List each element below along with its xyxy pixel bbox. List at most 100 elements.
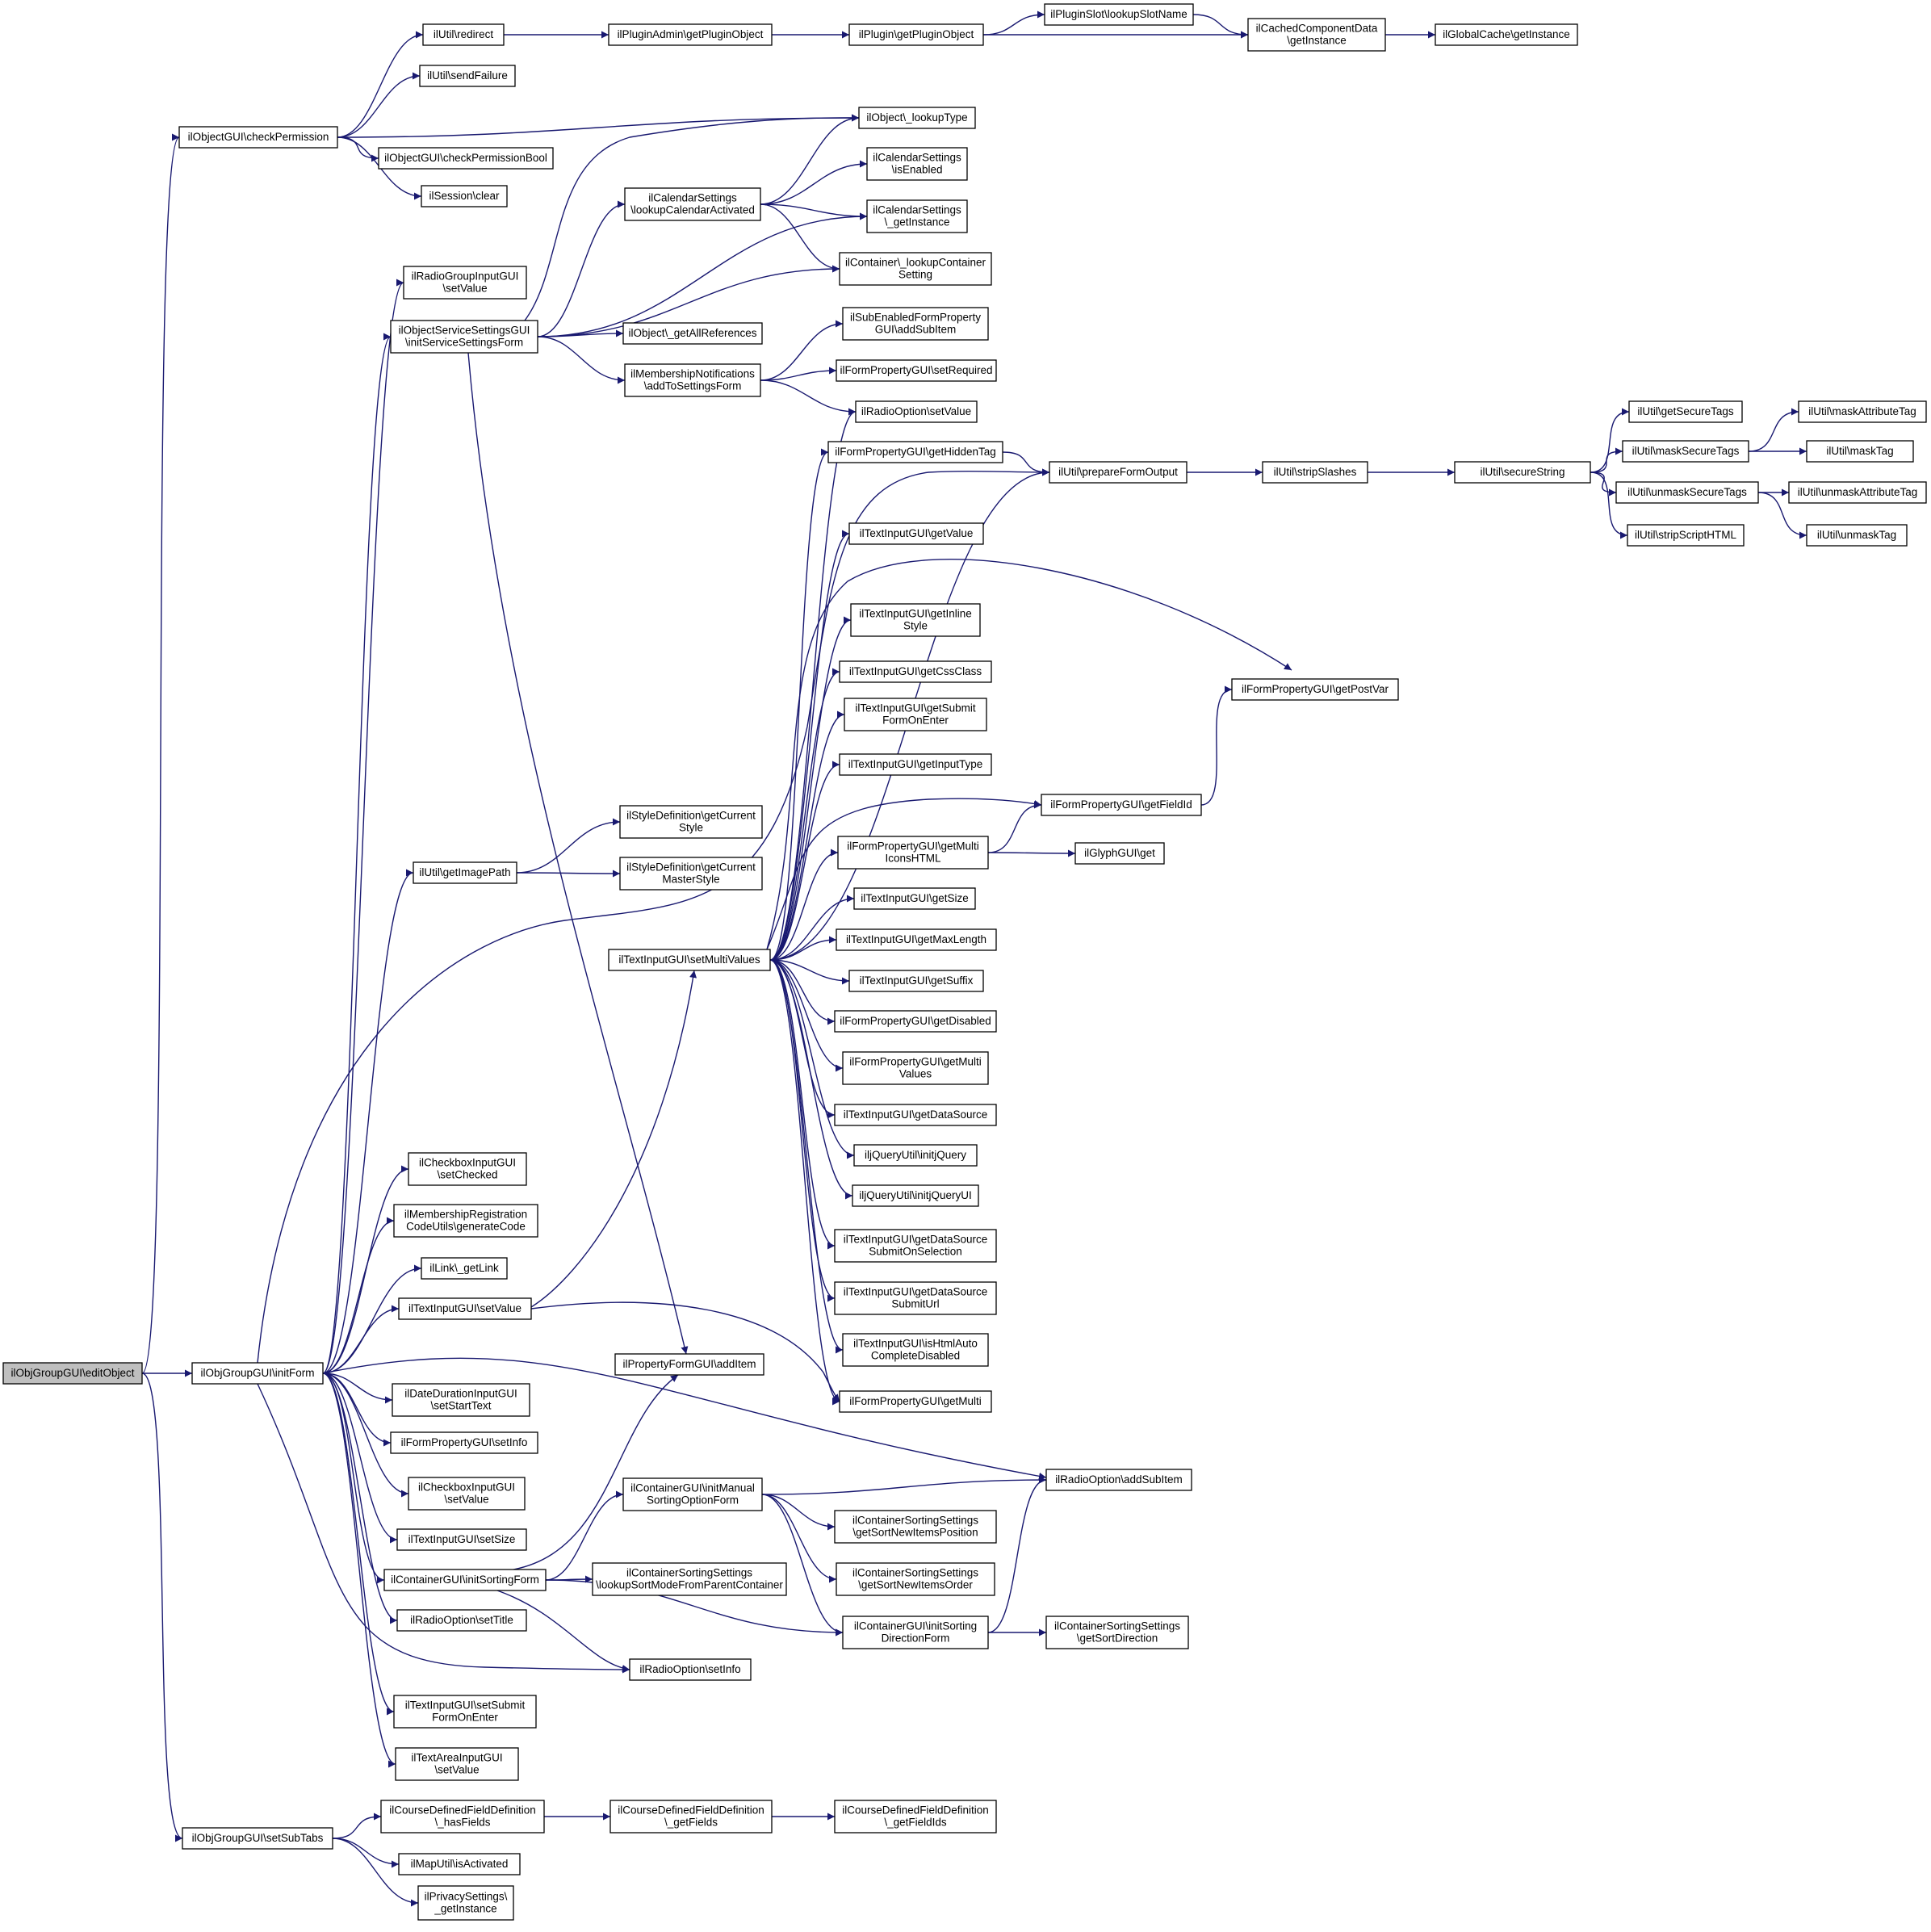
function-node[interactable]: ilCheckboxInputGUI\setChecked xyxy=(408,1152,527,1186)
function-node[interactable]: ilSession\clear xyxy=(421,185,508,207)
function-node[interactable]: ilTextInputGUI\getInputType xyxy=(839,753,992,776)
function-node[interactable]: ilCheckboxInputGUI\setValue xyxy=(408,1477,526,1511)
function-node[interactable]: ilPropertyFormGUI\addItem xyxy=(614,1353,764,1376)
function-node[interactable]: ilTextInputGUI\isHtmlAutoCompleteDisable… xyxy=(842,1333,989,1367)
function-node[interactable]: ilTextInputGUI\getValue xyxy=(848,522,984,545)
function-node[interactable]: ilUtil\maskSecureTags xyxy=(1622,440,1749,463)
node-label: SortingOptionForm xyxy=(647,1494,739,1507)
node-label: ilObjectServiceSettingsGUI xyxy=(399,325,530,337)
function-node[interactable]: ilPluginSlot\lookupSlotName xyxy=(1044,3,1194,26)
function-node[interactable]: ilRadioOption\addSubItem xyxy=(1045,1469,1192,1491)
function-node[interactable]: ilUtil\redirect xyxy=(422,23,505,46)
function-node[interactable]: ilGlyphGUI\get xyxy=(1074,842,1165,865)
node-label: \_getFields xyxy=(664,1817,718,1829)
function-node[interactable]: ilTextInputGUI\setValue xyxy=(398,1297,532,1320)
function-node[interactable]: ilFormPropertyGUI\setRequired xyxy=(836,359,997,382)
function-node[interactable]: ilTextAreaInputGUI\setValue xyxy=(395,1747,519,1781)
function-node[interactable]: ilUtil\unmaskAttributeTag xyxy=(1788,481,1927,504)
function-node[interactable]: ilCalendarSettings\isEnabled xyxy=(866,147,968,181)
function-node[interactable]: ilContainerSortingSettings\getSortDirect… xyxy=(1045,1616,1189,1649)
function-node[interactable]: ilTextInputGUI\getCssClass xyxy=(839,660,992,683)
function-node[interactable]: ilObjGroupGUI\initForm xyxy=(191,1362,324,1385)
node-box xyxy=(380,1800,545,1834)
function-node[interactable]: ilTextInputGUI\getDataSourceSubmitOnSele… xyxy=(834,1229,997,1263)
function-node[interactable]: ilRadioGroupInputGUI\setValue xyxy=(403,266,527,300)
function-node[interactable]: ilContainerSortingSettings\getSortNewIte… xyxy=(834,1510,997,1544)
function-node[interactable]: ilCalendarSettings\_getInstance xyxy=(866,199,968,233)
function-node[interactable]: ilFormPropertyGUI\setInfo xyxy=(390,1431,538,1454)
function-node[interactable]: ilRadioOption\setValue xyxy=(855,400,978,423)
function-node[interactable]: ilPluginAdmin\getPluginObject xyxy=(608,23,773,46)
function-node[interactable]: ilContainerGUI\initSortingForm xyxy=(383,1569,547,1591)
function-node[interactable]: ilTextInputGUI\getSuffix xyxy=(848,970,984,992)
function-node[interactable]: ilFormPropertyGUI\getFieldId xyxy=(1041,794,1202,816)
function-node[interactable]: ilTextInputGUI\setMultiValues xyxy=(608,949,771,971)
function-node[interactable]: ilCalendarSettings\lookupCalendarActivat… xyxy=(624,187,761,221)
function-node[interactable]: ilUtil\unmaskTag xyxy=(1806,524,1908,547)
function-node[interactable]: ilPlugin\getPluginObject xyxy=(848,23,984,46)
edge-n2-to-n47 xyxy=(322,869,414,1374)
function-node[interactable]: iljQueryUtil\initjQuery xyxy=(853,1144,978,1167)
function-node[interactable]: iljQueryUtil\initjQueryUI xyxy=(852,1184,979,1207)
function-node[interactable]: ilFormPropertyGUI\getHiddenTag xyxy=(827,441,1003,463)
function-node[interactable]: ilRadioOption\setInfo xyxy=(629,1658,752,1681)
function-node[interactable]: ilUtil\prepareFormOutput xyxy=(1049,461,1188,484)
function-node[interactable]: ilCourseDefinedFieldDefinition\_getField… xyxy=(609,1800,773,1834)
root-function-node[interactable]: ilObjGroupGUI\editObject xyxy=(2,1362,143,1385)
function-node[interactable]: ilObjectGUI\checkPermission xyxy=(178,126,338,149)
edge-n2-to-n82 xyxy=(322,1373,396,1768)
edge-n2-to-n15 xyxy=(322,333,392,1374)
function-node[interactable]: ilUtil\maskAttributeTag xyxy=(1798,400,1927,423)
edge-n47-to-n48 xyxy=(516,870,621,878)
function-node[interactable]: ilUtil\stripSlashes xyxy=(1262,461,1368,484)
function-node[interactable]: ilUtil\sendFailure xyxy=(419,65,516,87)
function-node[interactable]: ilFormPropertyGUI\getPostVar xyxy=(1231,678,1399,701)
function-node[interactable]: ilMapUtil\isActivated xyxy=(398,1853,521,1875)
function-node[interactable]: ilPrivacySettings\_getInstance xyxy=(417,1885,514,1921)
function-node[interactable]: ilCachedComponentData\getInstance xyxy=(1247,18,1386,52)
function-node[interactable]: ilContainerSortingSettings\lookupSortMod… xyxy=(592,1562,787,1596)
function-node[interactable]: ilFormPropertyGUI\getDisabled xyxy=(834,1010,997,1033)
function-node[interactable]: ilRadioOption\setTitle xyxy=(396,1609,527,1632)
function-node[interactable]: ilUtil\getImagePath xyxy=(413,861,517,884)
function-node[interactable]: ilUtil\getSecureTags xyxy=(1628,400,1743,423)
node-label: \lookupCalendarActivated xyxy=(630,204,755,216)
node-label: ilTextInputGUI\getDataSource xyxy=(844,1286,988,1298)
function-node[interactable]: ilMembershipRegistrationCodeUtils\genera… xyxy=(393,1204,538,1238)
node-label: ilUtil\secureString xyxy=(1480,466,1564,478)
function-node[interactable]: ilTextInputGUI\getMaxLength xyxy=(836,928,997,951)
node-label: ilContainerSortingSettings xyxy=(626,1567,752,1579)
function-node[interactable]: ilObject\_lookupType xyxy=(858,107,976,129)
function-node[interactable]: ilContainerSortingSettings\getSortNewIte… xyxy=(836,1562,995,1596)
function-node[interactable]: ilObject\_getAllReferences xyxy=(622,322,763,345)
function-node[interactable]: ilTextInputGUI\getSize xyxy=(853,887,976,910)
function-node[interactable]: ilUtil\unmaskSecureTags xyxy=(1615,481,1759,504)
function-node[interactable]: ilObjectGUI\checkPermissionBool xyxy=(378,147,554,170)
function-node[interactable]: ilDateDurationInputGUI\setStartText xyxy=(392,1383,530,1417)
function-node[interactable]: ilFormPropertyGUI\getMulti xyxy=(839,1390,992,1413)
function-node[interactable]: ilUtil\maskTag xyxy=(1806,440,1914,463)
function-node[interactable]: ilTextInputGUI\setSize xyxy=(396,1528,527,1551)
function-node[interactable]: ilMembershipNotifications\addToSettingsF… xyxy=(624,363,761,397)
function-node[interactable]: ilCourseDefinedFieldDefinition\_hasField… xyxy=(380,1800,545,1834)
function-node[interactable]: ilGlobalCache\getInstance xyxy=(1435,23,1578,46)
function-node[interactable]: ilObjectServiceSettingsGUI\initServiceSe… xyxy=(390,320,538,354)
function-node[interactable]: ilUtil\stripScriptHTML xyxy=(1627,524,1745,547)
function-node[interactable]: ilUtil\secureString xyxy=(1454,461,1591,484)
function-node[interactable]: ilCourseDefinedFieldDefinition\_getField… xyxy=(834,1800,997,1834)
function-node[interactable]: ilObjGroupGUI\setSubTabs xyxy=(182,1827,333,1850)
function-node[interactable]: ilLink\_getLink xyxy=(421,1257,508,1280)
function-node[interactable]: ilContainerGUI\initManualSortingOptionFo… xyxy=(622,1477,763,1511)
function-node[interactable]: ilTextInputGUI\getDataSource xyxy=(834,1104,997,1126)
